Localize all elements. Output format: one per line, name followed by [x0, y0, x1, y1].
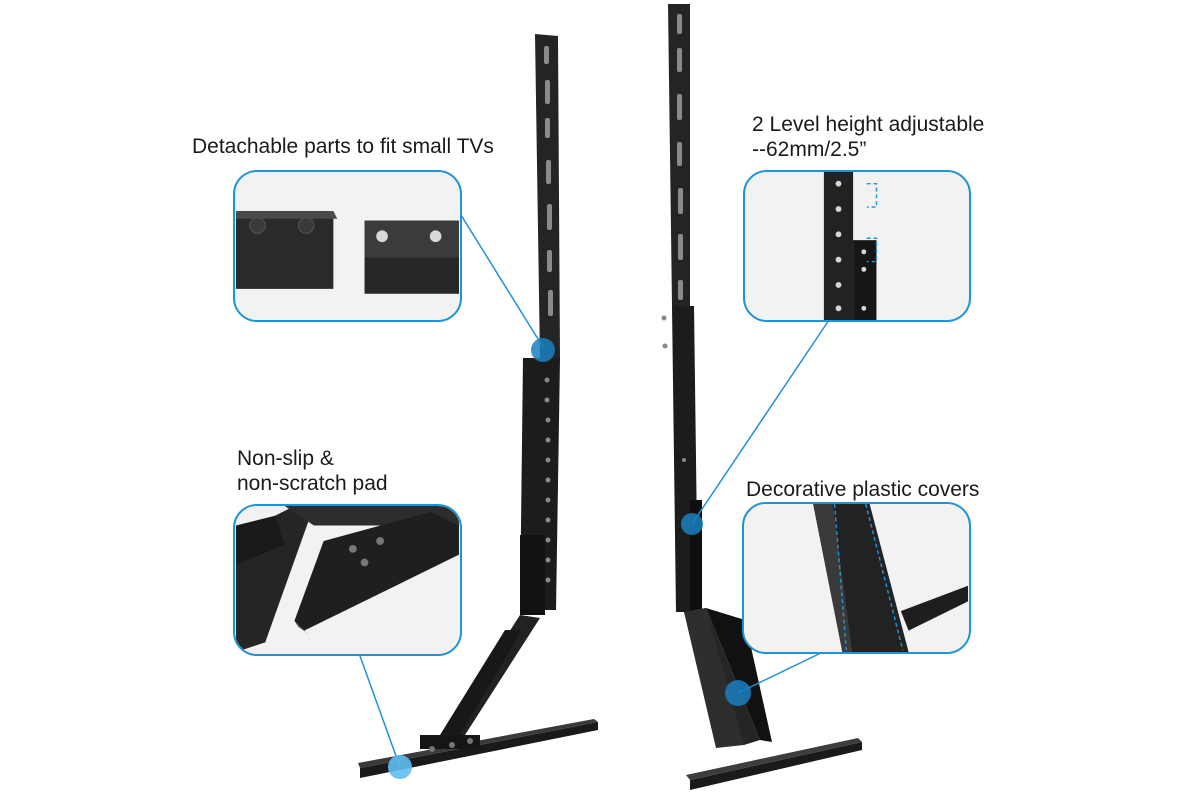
detail-box-detachable-parts: [233, 170, 462, 322]
height-adjustable-label-line2: --62mm/2.5”: [752, 138, 867, 161]
height-adjustable-image: [746, 172, 968, 320]
hotspot-covers: [725, 680, 751, 706]
decorative-covers-image: [745, 504, 968, 652]
detachable-parts-label-line1: Detachable parts to fit small TVs: [192, 135, 494, 158]
right-stand-leg: [661, 4, 862, 790]
detail-box-non-slip-pad: [233, 504, 462, 656]
decorative-covers-label-line1: Decorative plastic covers: [746, 478, 980, 501]
non-slip-pad-label-line2: non-scratch pad: [237, 472, 388, 495]
hotspot-height: [681, 513, 703, 535]
height-adjustable-label-line1: 2 Level height adjustable: [752, 113, 985, 136]
connector-lines: [359, 214, 830, 768]
detail-box-decorative-covers: [742, 502, 971, 654]
left-stand-leg: [358, 34, 598, 778]
non-slip-pad-label: Non-slip & non-scratch pad: [237, 446, 388, 496]
non-slip-pad-image: [236, 506, 459, 654]
height-adjustable-label: 2 Level height adjustable --62mm/2.5”: [752, 112, 984, 162]
decorative-covers-label: Decorative plastic covers: [746, 477, 979, 502]
hotspot-pad: [388, 755, 412, 779]
hotspot-detachable: [531, 338, 555, 362]
detachable-parts-label: Detachable parts to fit small TVs: [192, 134, 494, 159]
non-slip-pad-label-line1: Non-slip &: [237, 447, 334, 470]
detachable-parts-image: [236, 172, 459, 320]
detail-box-height-adjustable: [743, 170, 971, 322]
